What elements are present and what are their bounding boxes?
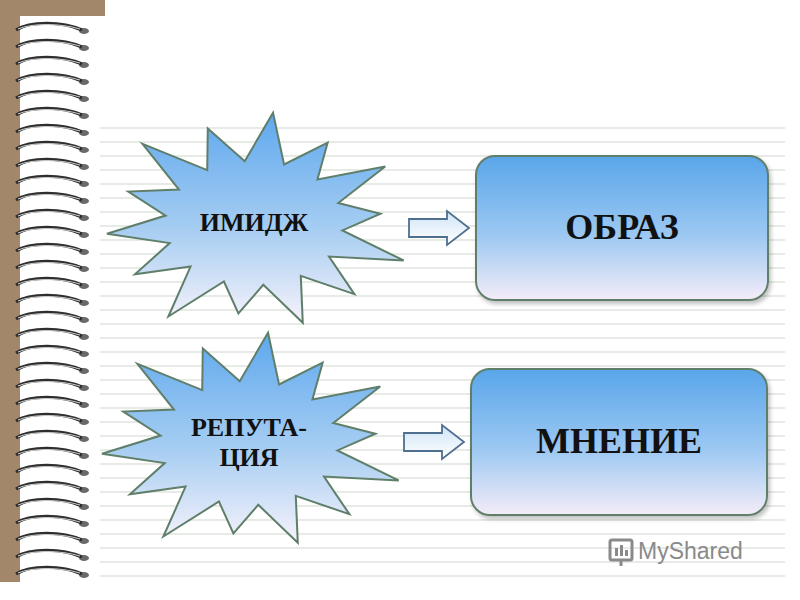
- spiral-ring: [16, 40, 82, 47]
- ruling-line: [100, 310, 785, 311]
- ring-highlight: [18, 195, 80, 200]
- ruling-line: [100, 128, 785, 129]
- ring-highlight: [18, 382, 80, 387]
- node-label: МНЕНИЕ: [536, 421, 702, 462]
- ring-highlight: [18, 25, 80, 30]
- process-box: ОБРАЗ: [475, 155, 769, 301]
- spiral-ring: [16, 261, 82, 268]
- spiral-ring: [16, 108, 82, 115]
- ring-highlight: [18, 42, 80, 47]
- spiral-ring: [16, 176, 82, 183]
- ring-highlight: [18, 246, 80, 251]
- spiral-ring: [16, 380, 82, 387]
- spiral-ring: [16, 57, 82, 64]
- ring-highlight: [18, 76, 80, 81]
- ring-highlight: [18, 518, 80, 523]
- watermark-text: MyShared: [638, 538, 743, 565]
- spiral-ring: [16, 465, 82, 472]
- spiral-ring: [16, 23, 82, 30]
- spiral-ring: [16, 142, 82, 149]
- block-arrow: [409, 211, 469, 245]
- block-arrow: [404, 425, 464, 459]
- ruling-line: [100, 142, 785, 143]
- ring-highlight: [18, 501, 80, 506]
- node-label: ОБРАЗ: [565, 207, 678, 248]
- process-box: МНЕНИЕ: [470, 368, 768, 516]
- ruling-line: [100, 338, 785, 339]
- ruling-line: [100, 576, 785, 577]
- ring-highlight: [18, 569, 80, 574]
- ring-highlight: [18, 450, 80, 455]
- ring-highlight: [18, 161, 80, 166]
- ring-highlight: [18, 93, 80, 98]
- spiral-ring: [16, 346, 82, 353]
- ruling-line: [100, 534, 785, 535]
- ring-highlight: [18, 433, 80, 438]
- spiral-ring: [16, 210, 82, 217]
- spiral-ring: [16, 193, 82, 200]
- starburst-node: РЕПУТА- ЦИЯ: [90, 332, 408, 554]
- ring-highlight: [18, 178, 80, 183]
- ring-highlight: [18, 552, 80, 557]
- ring-highlight: [18, 535, 80, 540]
- spiral-ring: [16, 278, 82, 285]
- ring-highlight: [18, 59, 80, 64]
- spiral-ring: [16, 414, 82, 421]
- spiral-ring: [16, 329, 82, 336]
- spiral-ring: [16, 363, 82, 370]
- ring-highlight: [18, 212, 80, 217]
- ring-highlight: [18, 297, 80, 302]
- spiral-ring: [16, 74, 82, 81]
- watermark-icon: [610, 540, 632, 566]
- spiral-ring: [16, 91, 82, 98]
- ring-highlight: [18, 314, 80, 319]
- spiral-ring: [16, 448, 82, 455]
- ring-highlight: [18, 144, 80, 149]
- ring-highlight: [18, 331, 80, 336]
- spiral-ring: [16, 244, 82, 251]
- ruling-line: [100, 324, 785, 325]
- node-label: ИМИДЖ: [200, 208, 309, 238]
- ring-highlight: [18, 484, 80, 489]
- ring-highlight: [18, 365, 80, 370]
- ring-highlight: [18, 110, 80, 115]
- spiral-ring: [16, 550, 82, 557]
- ring-highlight: [18, 263, 80, 268]
- ring-highlight: [18, 348, 80, 353]
- spiral-ring: [16, 125, 82, 132]
- starburst-node: ИМИДЖ: [95, 112, 413, 334]
- starburst-outline: [107, 113, 404, 323]
- spiral-ring: [16, 397, 82, 404]
- spiral-ring: [16, 312, 82, 319]
- spiral-binding: [16, 23, 89, 578]
- ring-highlight: [18, 467, 80, 472]
- ring-highlight: [18, 280, 80, 285]
- ruling-line: [100, 520, 785, 521]
- spiral-ring: [16, 227, 82, 234]
- spiral-ring: [16, 159, 82, 166]
- spiral-ring: [16, 431, 82, 438]
- ring-highlight: [18, 229, 80, 234]
- spiral-ring: [16, 567, 82, 574]
- ring-highlight: [18, 127, 80, 132]
- spiral-ring: [16, 482, 82, 489]
- spiral-ring: [16, 516, 82, 523]
- ring-highlight: [18, 416, 80, 421]
- paper-sheet: [20, 16, 785, 582]
- spiral-ring: [16, 533, 82, 540]
- node-label: РЕПУТА- ЦИЯ: [174, 413, 324, 473]
- spiral-ring: [16, 499, 82, 506]
- starburst-outline: [102, 333, 399, 543]
- spiral-ring: [16, 295, 82, 302]
- ring-highlight: [18, 399, 80, 404]
